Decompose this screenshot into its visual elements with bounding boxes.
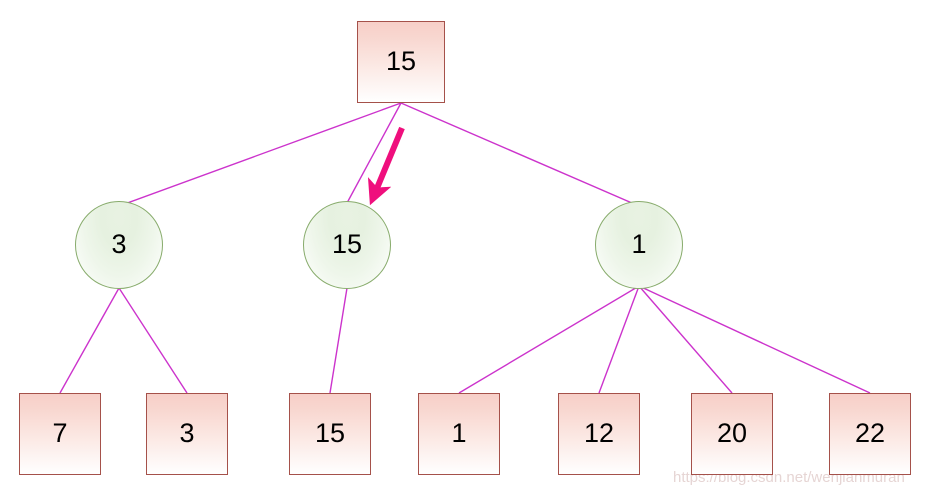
tree-edge-root-to-15 — [346, 102, 402, 204]
tree-edge-15-to-15 — [329, 287, 348, 394]
node-value: 7 — [52, 417, 68, 448]
node-value: 15 — [385, 45, 417, 76]
tree-edge-1-to-1 — [458, 285, 640, 394]
leaf-node-l4[interactable]: 1 — [418, 393, 500, 475]
node-value: 1 — [631, 228, 647, 259]
node-value: 22 — [854, 417, 886, 448]
leaf-node-l5[interactable]: 12 — [558, 393, 640, 475]
tree-edge-1-to-12 — [598, 285, 640, 394]
leaf-node-l6[interactable]: 20 — [691, 393, 773, 475]
node-value: 3 — [111, 228, 127, 259]
leaf-node-l1[interactable]: 7 — [19, 393, 101, 475]
tree-edge-1-to-20 — [638, 285, 733, 394]
edge-group — [59, 102, 871, 394]
leaf-node-l3[interactable]: 15 — [289, 393, 371, 475]
branch-node-c3[interactable]: 1 — [595, 201, 683, 289]
branch-node-c2[interactable]: 15 — [303, 201, 391, 289]
node-value: 1 — [451, 417, 467, 448]
root-node-root[interactable]: 15 — [357, 21, 445, 103]
tree-edge-3-to-7 — [59, 287, 120, 394]
node-value: 3 — [179, 417, 195, 448]
node-value: 15 — [314, 417, 346, 448]
branch-node-c1[interactable]: 3 — [75, 201, 163, 289]
pointer-arrow-icon — [367, 126, 405, 206]
tree-edge-3-to-3 — [118, 287, 188, 394]
annotation-arrow-group — [367, 126, 405, 206]
node-value: 12 — [583, 417, 615, 448]
tree-edge-root-to-1 — [400, 102, 640, 207]
leaf-node-l7[interactable]: 22 — [829, 393, 911, 475]
leaf-node-l2[interactable]: 3 — [146, 393, 228, 475]
tree-edge-root-to-3 — [118, 102, 402, 207]
node-value: 15 — [331, 228, 363, 259]
node-value: 20 — [716, 417, 748, 448]
tree-edge-1-to-22 — [638, 285, 871, 394]
